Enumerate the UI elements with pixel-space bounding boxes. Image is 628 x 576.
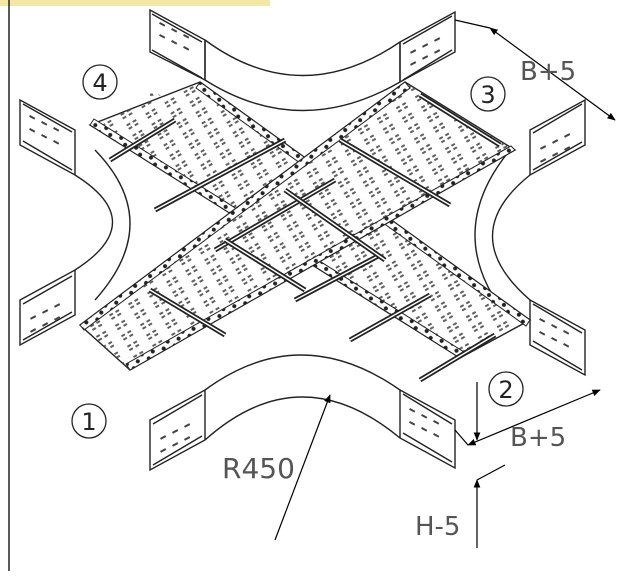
port-label-2: 2 [488,371,524,407]
port-label-3: 3 [470,76,506,112]
dimension-label-top-b5: B+5 [520,57,576,87]
dimension-bottom-b5 [454,389,601,446]
svg-text:3: 3 [480,81,495,109]
port-label-1: 1 [71,403,107,439]
left-flange-slots [29,115,61,333]
rungs-band-2-inner [149,94,501,336]
svg-text:1: 1 [81,408,96,436]
tray-band-2 [78,81,517,371]
top-flange-right-slots [410,37,441,66]
port-label-4: 4 [82,64,118,100]
top-flange-left-slots [159,21,190,51]
radius-leader-line [274,394,331,541]
svg-text:2: 2 [498,376,513,404]
right-flange-slots [539,133,571,348]
dimension-top-b5 [454,19,616,121]
rungs-band-1-inner [109,119,496,381]
bottom-arm [149,354,456,472]
radius-label: R450 [222,452,295,485]
bottom-flange-slots [159,408,440,453]
svg-text:4: 4 [92,69,107,97]
dimension-label-h5: H-5 [415,512,460,542]
dimension-label-bottom-b5: B+5 [510,423,566,453]
corner-mark [0,0,270,6]
dimension-h5 [473,464,506,548]
